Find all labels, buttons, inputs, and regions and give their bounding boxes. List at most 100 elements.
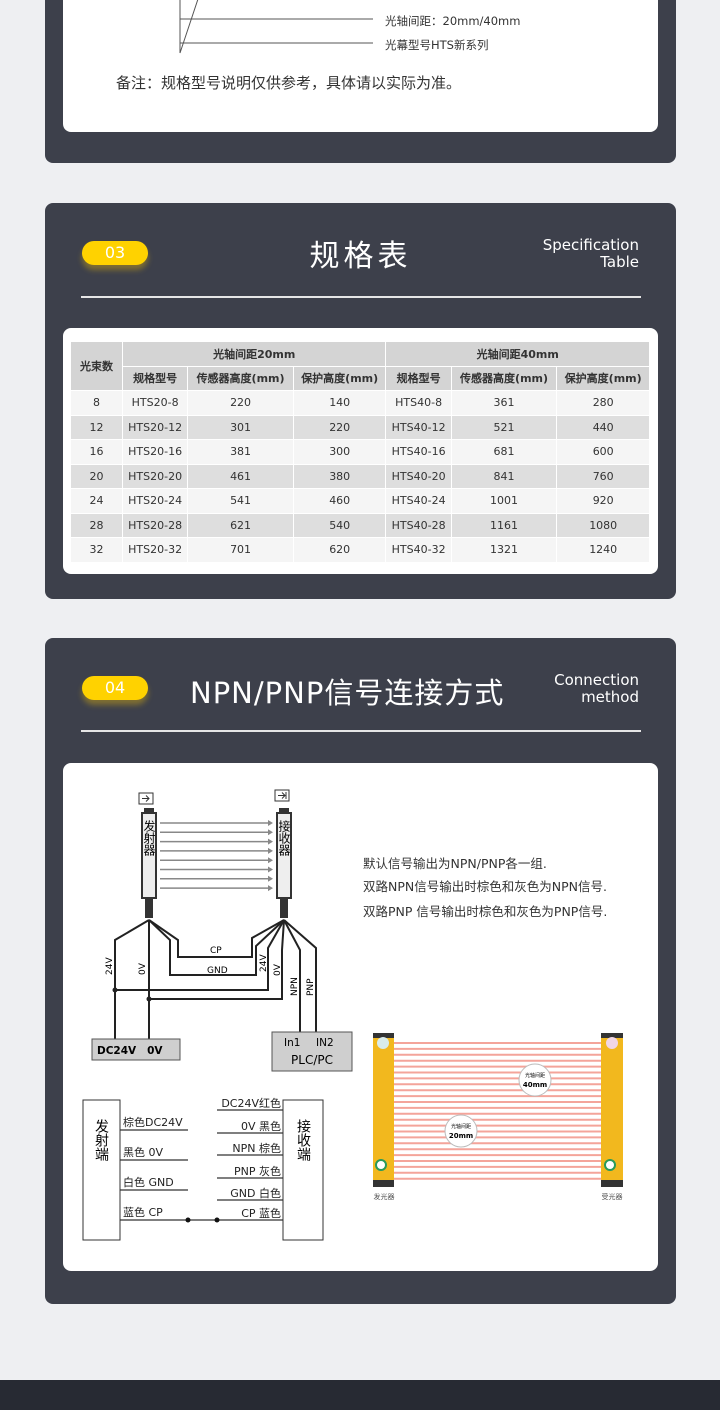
table-cell: HTS40-24 [385, 488, 452, 514]
table-cell: HTS40-28 [385, 512, 452, 538]
table-cell: 1321 [450, 537, 558, 563]
table-cell: 461 [187, 463, 294, 489]
wire-color-label: PNP 灰色 [234, 1164, 281, 1178]
receiver-photo-label: 受光器 [602, 1192, 623, 1201]
col-header: 光束数 [70, 341, 123, 391]
table-cell: HTS40-8 [385, 390, 452, 416]
wire-label: GND [207, 966, 228, 976]
wiring-diagram: 发射器 接收器 24V 0V CP GND 24V 0V NPN PNP DC2… [82, 789, 623, 1241]
section-badge: 04 [82, 676, 148, 700]
spacing-value: 40mm [523, 1081, 547, 1089]
section-title: NPN/PNP信号连接方式 [190, 676, 505, 710]
table-cell: 380 [292, 463, 387, 489]
table-cell: 220 [292, 414, 387, 440]
desc-line: 双路PNP 信号输出时棕色和灰色为PNP信号. [363, 904, 608, 919]
table-cell: 1080 [556, 512, 650, 538]
table-cell: 920 [556, 488, 650, 514]
table-cell: 28 [70, 512, 123, 538]
note: 备注：规格型号说明仅供参考，具体请以实际为准。 [116, 74, 462, 92]
table-cell: 760 [556, 463, 650, 489]
wire-label: NPN [290, 977, 300, 996]
wires [114, 919, 317, 1040]
table-cell: 16 [70, 439, 123, 465]
table-cell: 8 [70, 390, 123, 416]
section-model-explanation: 光轴间距：20mm/40mm 光幕型号HTS新系列 备注：规格型号说明仅供参考，… [45, 0, 676, 163]
table-cell: 140 [292, 390, 387, 416]
table-cell: 541 [187, 488, 294, 514]
footer-bar [0, 1380, 720, 1410]
emitter-photo-label: 发光器 [374, 1192, 395, 1201]
col-header: 传感器高度(mm) [187, 365, 294, 391]
label-model: 光幕型号HTS新系列 [385, 38, 489, 52]
col-header: 保护高度(mm) [292, 365, 387, 391]
subtitle-line: Table [600, 253, 639, 271]
emitter-terminal-box [82, 1099, 121, 1241]
table-cell: 1240 [556, 537, 650, 563]
table-cell: 540 [292, 512, 387, 538]
emitter-label: 发射器 [142, 819, 156, 857]
wire-color-label: 黑色 0V [123, 1145, 163, 1159]
table-cell: HTS20-16 [121, 439, 189, 465]
plc-input: IN2 [316, 1037, 334, 1049]
table-cell: HTS40-16 [385, 439, 452, 465]
subtitle-line: method [581, 688, 639, 706]
wire-color-label: DC24V红色 [221, 1096, 281, 1110]
subtitle-line: Specification [542, 236, 639, 254]
subtitle-line: Connection [554, 671, 639, 689]
table-cell: HTS20-8 [121, 390, 189, 416]
table-cell: 280 [556, 390, 650, 416]
spacing-label: 光轴间距 [525, 1072, 545, 1079]
col-header: 保护高度(mm) [556, 365, 650, 391]
table-cell: 841 [450, 463, 558, 489]
spacing-value: 20mm [449, 1132, 473, 1140]
table-cell: 20 [70, 463, 123, 489]
table-cell: 620 [292, 537, 387, 563]
table-cell: 381 [187, 439, 294, 465]
table-cell: HTS20-24 [121, 488, 189, 514]
wire-color-label: NPN 棕色 [232, 1141, 281, 1155]
divider [81, 730, 641, 732]
group-header: 光轴间距20mm [121, 341, 387, 367]
col-header: 规格型号 [385, 365, 452, 391]
model-callout-lines [179, 0, 373, 54]
plc-input: In1 [284, 1037, 300, 1049]
wire-color-label: GND 白色 [230, 1186, 281, 1200]
wire-label: 0V [138, 962, 148, 975]
table-cell: HTS20-32 [121, 537, 189, 563]
table-cell: 24 [70, 488, 123, 514]
table-cell: HTS40-12 [385, 414, 452, 440]
table-cell: 12 [70, 414, 123, 440]
receiver-curtain [601, 1033, 623, 1187]
connection-description: 默认信号输出为NPN/PNP各一组. 双路NPN信号输出时棕色和灰色为NPN信号… [363, 853, 607, 923]
table-cell: HTS20-20 [121, 463, 189, 489]
power-supply-box [91, 1038, 181, 1061]
table-cell: HTS20-28 [121, 512, 189, 538]
emitter-curtain [373, 1033, 394, 1187]
section-title: 规格表 [309, 239, 412, 274]
section-badge: 03 [82, 241, 148, 265]
table-cell: HTS20-12 [121, 414, 189, 440]
desc-line: 双路NPN信号输出时棕色和灰色为NPN信号. [363, 879, 607, 894]
table-cell: 460 [292, 488, 387, 514]
table-cell: 301 [187, 414, 294, 440]
table-cell: 32 [70, 537, 123, 563]
wire-color-label: 白色 GND [123, 1175, 174, 1189]
table-cell: 521 [450, 414, 558, 440]
desc-line: 默认信号输出为NPN/PNP各一组. [363, 856, 547, 871]
connection-card: 发射器 接收器 24V 0V CP GND 24V 0V NPN PNP DC2… [63, 763, 658, 1271]
table-cell: 361 [450, 390, 558, 416]
table-cell: 1161 [450, 512, 558, 538]
model-explanation-card: 光轴间距：20mm/40mm 光幕型号HTS新系列 备注：规格型号说明仅供参考，… [63, 0, 658, 132]
wire-color-label: CP 蓝色 [241, 1206, 281, 1220]
wire-color-label: 棕色DC24V [123, 1115, 183, 1129]
spacing-label: 光轴间距 [451, 1123, 471, 1130]
wire-label: CP [210, 946, 222, 956]
